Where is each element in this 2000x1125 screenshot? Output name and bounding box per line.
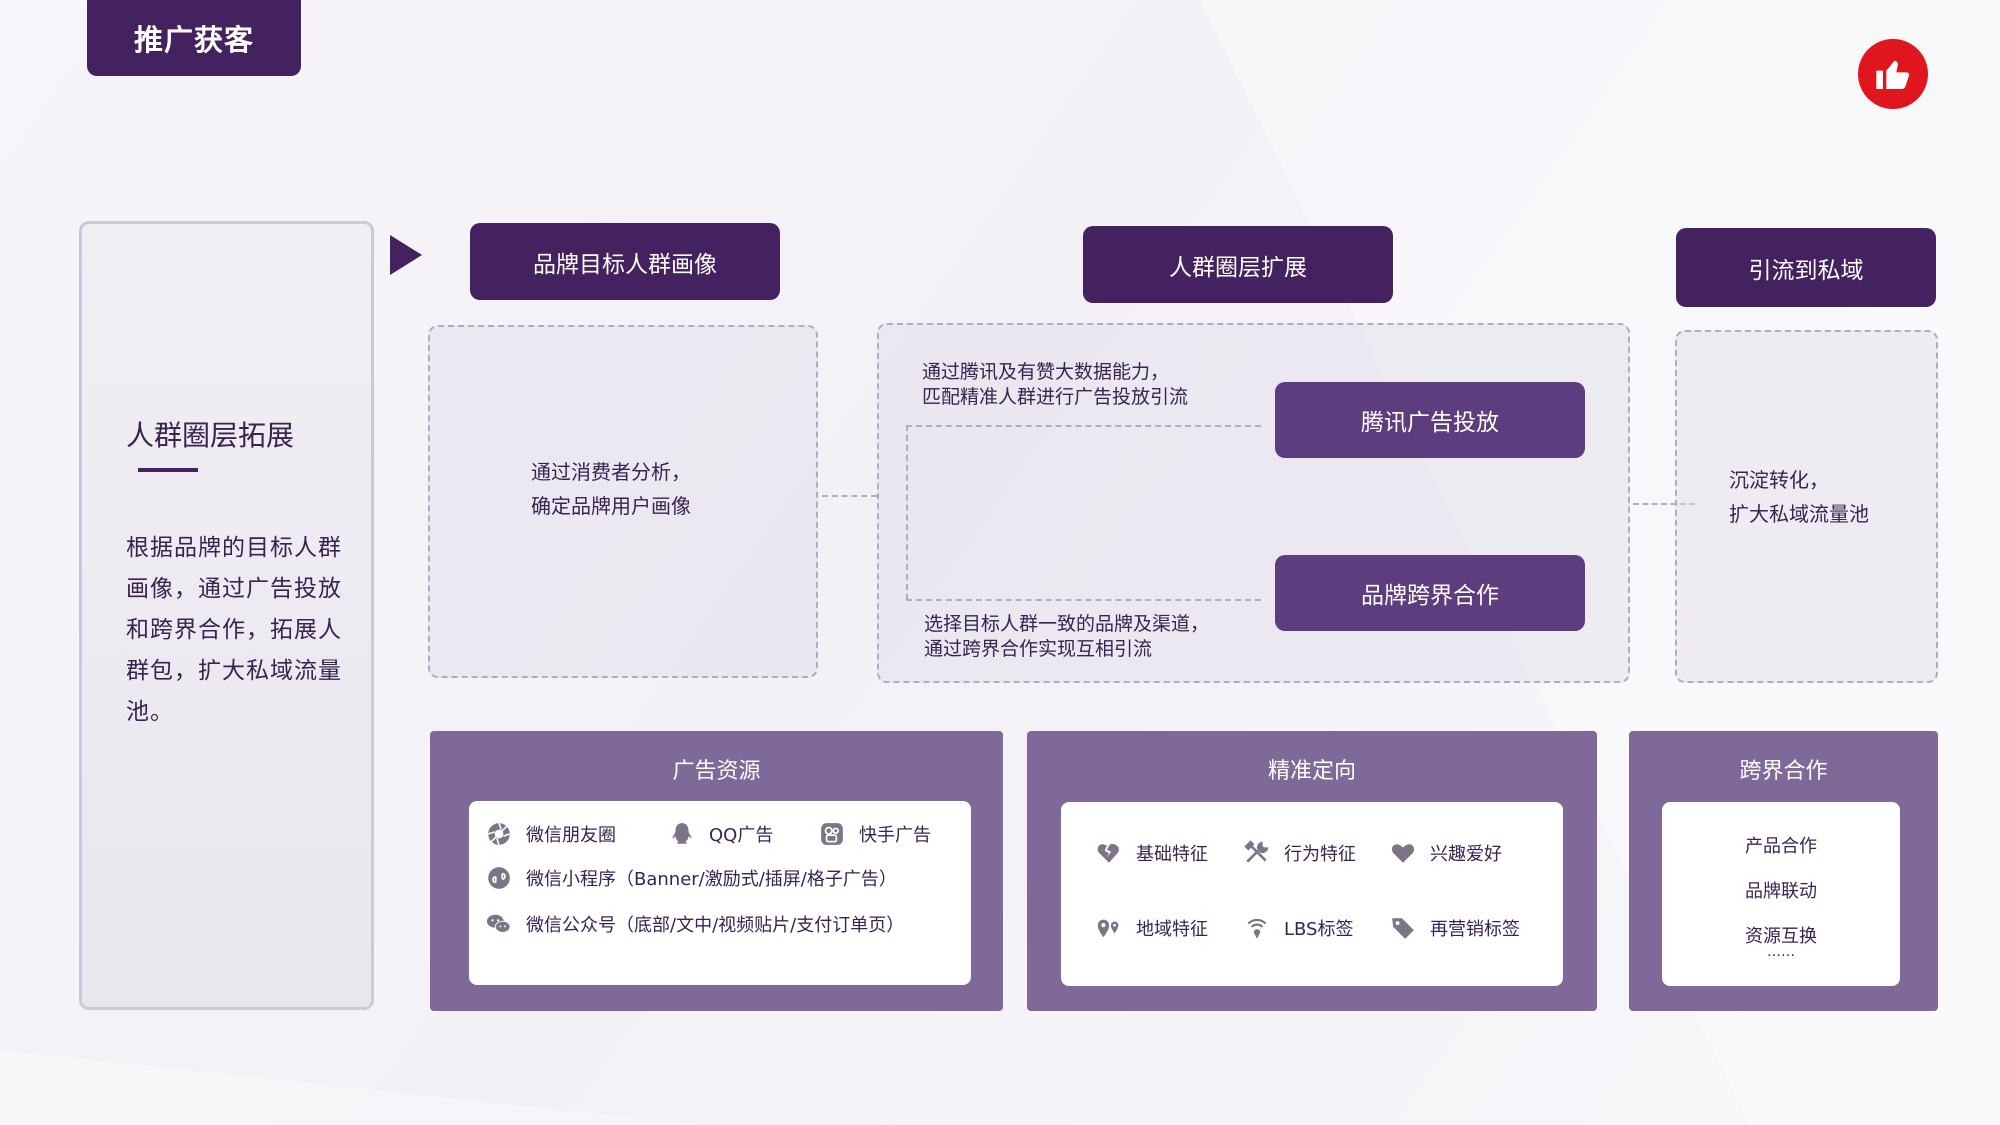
location-signal-icon [1244,915,1270,941]
targeting-title: 精准定向 [1267,759,1356,784]
connector-line [822,495,877,497]
crossover-item: 品牌联动 [1745,881,1817,902]
targeting-item: 基础特征 [1096,840,1208,866]
map-pin-icon [1096,915,1122,941]
ad-item: 快手广告 [819,821,931,847]
tools-icon [1244,840,1270,866]
page-title-tab: 推广获客 [87,0,301,76]
targeting-item: LBS标签 [1244,915,1354,941]
kuaishou-icon [819,821,845,847]
targeting-item: 地域特征 [1096,915,1208,941]
step2-header: 人群圈层扩展 [1083,226,1393,303]
step1-header: 品牌目标人群画像 [470,223,780,300]
step1-text: 通过消费者分析， 确定品牌用户画像 [531,460,691,518]
ad-item: 微信小程序（Banner/激励式/插屏/格子广告） [486,865,897,891]
step3-box [1675,330,1938,683]
branch-line-bottom [906,599,1261,601]
mini-program-icon [486,865,512,891]
summary-description: 根据品牌的目标人群画像，通过广告投放和跨界合作，拓展人群包，扩大私域流量池。 [126,535,342,725]
crossover-title: 跨界合作 [1739,759,1828,784]
branch-line-vertical [906,425,908,600]
tag-icon [1390,915,1416,941]
crossover-card: 跨界合作 产品合作 品牌联动 资源互换 …… [1629,731,1938,1011]
ad-resources-card: 广告资源 微信朋友圈 QQ广告 快手广告 微信小程序（Banner/激励式/插屏… [430,731,1003,1011]
ad-resources-list: 微信朋友圈 QQ广告 快手广告 微信小程序（Banner/激励式/插屏/格子广告… [469,801,971,985]
ad-item: 微信公众号（底部/文中/视频贴片/支付订单页） [486,911,904,937]
tencent-ads-button[interactable]: 腾讯广告投放 [1275,382,1585,458]
step3-header: 引流到私域 [1676,228,1936,307]
crossover-list: 产品合作 品牌联动 资源互换 …… [1662,802,1900,986]
step2-top-text: 通过腾讯及有赞大数据能力， 匹配精准人群进行广告投放引流 [922,361,1189,408]
camera-shutter-icon [486,821,512,847]
ad-item: QQ广告 [669,821,773,847]
broken-heart-icon [1096,840,1122,866]
qq-penguin-icon [669,821,695,847]
branch-line-top [906,425,1261,427]
connector-line [1633,503,1695,505]
summary-title: 人群圈层拓展 [126,419,295,452]
targeting-item: 再营销标签 [1390,915,1520,941]
heart-icon [1390,840,1416,866]
ad-resources-title: 广告资源 [672,759,761,784]
summary-divider [138,468,198,472]
targeting-item: 兴趣爱好 [1390,840,1502,866]
crossover-item: …… [1767,944,1795,960]
step3-text: 沉淀转化， 扩大私域流量池 [1729,468,1869,526]
crossover-item: 资源互换 [1745,926,1817,947]
wechat-icon [486,911,512,937]
ad-item: 微信朋友圈 [486,821,616,847]
summary-panel [79,221,374,1010]
targeting-item: 行为特征 [1244,840,1356,866]
targeting-card: 精准定向 基础特征 行为特征 兴趣爱好 地域特征 [1027,731,1597,1011]
crossover-item: 产品合作 [1745,836,1817,857]
step2-bottom-text: 选择目标人群一致的品牌及渠道， 通过跨界合作实现互相引流 [924,613,1210,660]
brand-crossover-button[interactable]: 品牌跨界合作 [1275,555,1585,631]
thumbs-up-icon [1858,39,1928,109]
play-arrow-icon [390,235,422,275]
step1-box [428,325,818,678]
targeting-list: 基础特征 行为特征 兴趣爱好 地域特征 LBS标签 [1061,802,1563,986]
